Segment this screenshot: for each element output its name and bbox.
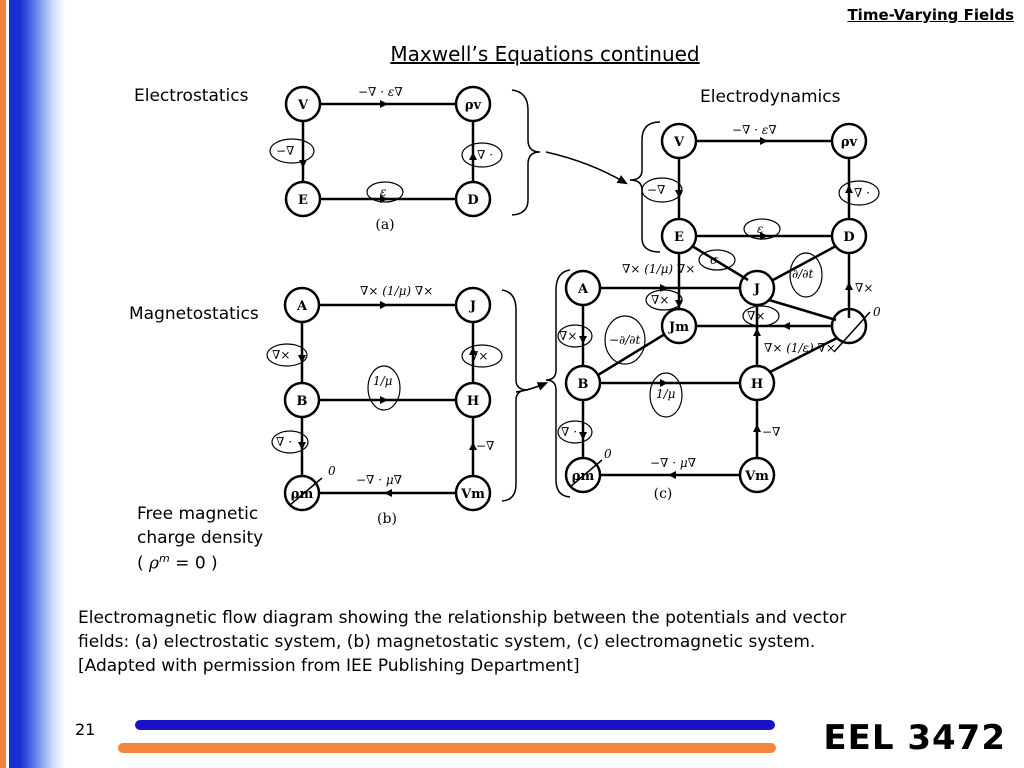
caption-a: (a) bbox=[375, 217, 394, 233]
op-label: ∇× (1/μ) ∇× bbox=[622, 262, 695, 276]
op-label: ∇× bbox=[272, 348, 290, 362]
node-a-rho bbox=[454, 85, 492, 123]
node-label: D bbox=[843, 230, 854, 245]
op-label: 1/μ bbox=[373, 374, 393, 388]
op-label: ∇× bbox=[470, 349, 488, 363]
op-label: ∂/∂t bbox=[792, 267, 813, 281]
label-magnetostatics: Magnetostatics bbox=[129, 304, 259, 324]
node-a-V bbox=[284, 85, 322, 123]
op-label: −∇ · ε∇ bbox=[358, 85, 403, 99]
label-electrostatics: Electrostatics bbox=[134, 86, 249, 106]
node-label: E bbox=[298, 193, 308, 208]
node-label: ρm bbox=[572, 469, 595, 484]
op-label: ∇× bbox=[559, 329, 577, 343]
figure-caption: Electromagnetic flow diagram showing the… bbox=[78, 606, 998, 678]
op-label: ∇ · bbox=[477, 148, 493, 162]
op-label: ∇ · bbox=[561, 425, 577, 439]
label-free-magnetic: Free magnetic bbox=[137, 504, 259, 524]
diagram-b bbox=[266, 286, 549, 512]
rho-superscript: m bbox=[159, 552, 170, 565]
op-label: ∇× bbox=[651, 293, 669, 307]
node-label: J bbox=[469, 299, 476, 314]
footer-orange-bar bbox=[118, 743, 776, 753]
op-label: −∇ · ε∇ bbox=[732, 123, 777, 137]
zero-label: 0 bbox=[604, 447, 612, 461]
node-label: A bbox=[296, 299, 308, 314]
op-label: −∇ bbox=[762, 425, 780, 439]
node-label: ρv bbox=[465, 98, 482, 113]
node-label: Vm bbox=[460, 487, 485, 502]
rho-equals-zero: = 0 bbox=[169, 553, 206, 574]
node-a-E bbox=[284, 180, 322, 218]
node-label: B bbox=[297, 394, 308, 409]
op-label: ∇× (1/ε) ∇× bbox=[764, 341, 836, 355]
op-label: ∇× bbox=[855, 281, 873, 295]
op-label: ∇ · bbox=[854, 186, 870, 200]
op-label: −∇ bbox=[276, 144, 294, 158]
diagram-c bbox=[545, 121, 880, 498]
node-label: A bbox=[577, 282, 589, 297]
caption-line-2: fields: (a) electrostatic system, (b) ma… bbox=[78, 632, 816, 652]
rho-open-paren: ( bbox=[137, 553, 144, 574]
op-label: −∇ bbox=[647, 183, 665, 197]
node-label: Jm bbox=[668, 320, 689, 335]
op-label: σ bbox=[710, 253, 719, 267]
node-label: E bbox=[674, 230, 684, 245]
node-label: Vm bbox=[744, 469, 769, 484]
op-label: ε bbox=[757, 222, 763, 236]
left-decorative-bar bbox=[0, 0, 65, 768]
page-number: 21 bbox=[75, 720, 96, 739]
op-label: ∇× bbox=[747, 309, 765, 323]
caption-line-1: Electromagnetic flow diagram showing the… bbox=[78, 608, 847, 628]
label-electrodynamics: Electrodynamics bbox=[700, 87, 841, 107]
op-label: 1/μ bbox=[656, 387, 676, 401]
course-code: EEL 3472 bbox=[823, 718, 1006, 758]
node-label: H bbox=[751, 377, 763, 392]
caption-c: (c) bbox=[654, 486, 673, 502]
node-label: H bbox=[467, 394, 479, 409]
caption-line-3: [Adapted with permission from IEE Publis… bbox=[78, 656, 580, 676]
node-a-D bbox=[454, 180, 492, 218]
op-label: ∇× (1/μ) ∇× bbox=[360, 284, 433, 298]
node-label: ρv bbox=[841, 135, 858, 150]
op-label: ε bbox=[380, 185, 386, 199]
op-label: ∇ · bbox=[276, 435, 292, 449]
flow-diagram: V ρv E D A J B H ρm Vm V ρv E D A J Jm B… bbox=[266, 85, 881, 527]
diagram-a bbox=[269, 85, 628, 218]
rho-symbol: ρ bbox=[149, 553, 160, 574]
label-charge-density: charge density bbox=[137, 528, 264, 548]
node-label: D bbox=[467, 193, 478, 208]
slide-title: Maxwell’s Equations continued bbox=[390, 42, 700, 66]
op-label: −∂/∂t bbox=[609, 333, 641, 347]
op-label: −∇ · μ∇ bbox=[650, 456, 696, 470]
footer-blue-bar bbox=[135, 720, 775, 730]
zero-label: 0 bbox=[873, 305, 881, 319]
op-label: −∇ bbox=[476, 439, 494, 453]
rho-m-equation: ( ρm = 0 ) bbox=[137, 552, 218, 574]
node-label: V bbox=[297, 98, 309, 113]
node-label: B bbox=[578, 377, 589, 392]
node-label: V bbox=[673, 135, 685, 150]
header-title: Time-Varying Fields bbox=[847, 6, 1014, 24]
rho-close-paren: ) bbox=[211, 553, 218, 574]
node-label: J bbox=[753, 282, 760, 297]
zero-label: 0 bbox=[328, 464, 336, 478]
node-label: ρm bbox=[291, 487, 314, 502]
caption-b: (b) bbox=[377, 511, 397, 527]
op-label: −∇ · μ∇ bbox=[356, 473, 402, 487]
